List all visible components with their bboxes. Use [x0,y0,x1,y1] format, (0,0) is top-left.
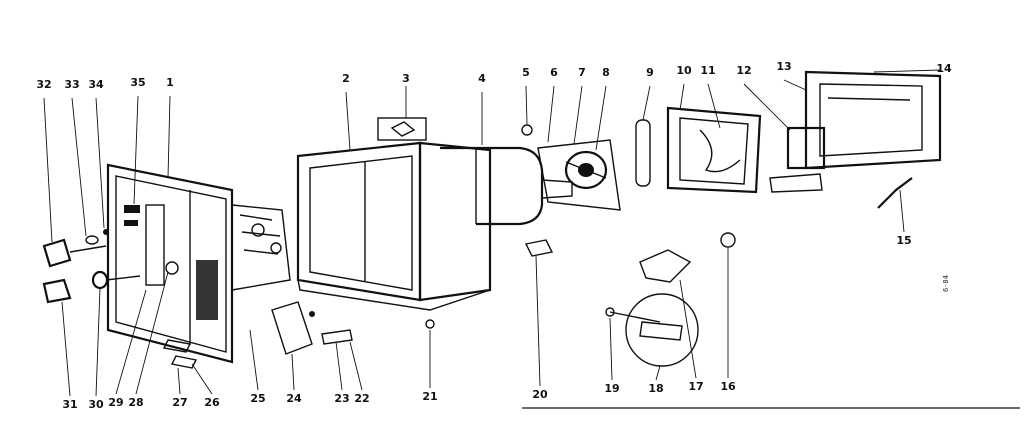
cabinet-shell [296,141,492,311]
leader-line-2 [345,91,351,151]
leader-line-32 [43,97,53,243]
callout-label-34: 34 [88,78,104,91]
deflection-yoke [521,124,621,211]
leader-line-24 [291,353,295,391]
leader-line-1 [167,95,171,179]
leader-line-5 [525,85,528,125]
leader-line-23 [335,341,343,391]
callout-label-35: 35 [130,76,145,89]
callout-leaders [43,69,941,397]
rear-cover [804,70,942,170]
power-cord [877,177,913,209]
callout-label-4: 4 [478,72,486,85]
leader-line-15 [899,189,905,233]
callout-label-15: 15 [896,234,911,247]
callout-label-28: 28 [128,396,143,409]
feet-group [162,339,198,369]
callout-label-9: 9 [646,66,654,79]
callout-label-3: 3 [402,72,410,85]
leader-line-17 [679,279,697,379]
strap-part-9 [635,119,651,187]
callout-label-23: 23 [334,392,349,405]
callout-label-11: 11 [700,64,715,77]
callout-label-24: 24 [286,392,302,405]
callout-label-26: 26 [204,396,220,409]
leader-line-34 [95,97,105,229]
callout-label-29: 29 [108,396,123,409]
callout-label-27: 27 [172,396,187,409]
callout-label-17: 17 [688,380,703,393]
leader-line-18 [655,365,661,381]
callout-label-1: 1 [166,76,174,89]
leader-line-6 [547,85,555,143]
callout-label-2: 2 [342,72,350,85]
leader-line-7 [573,85,583,145]
leader-line-8 [595,85,607,151]
flyback-transformer [769,126,826,193]
callout-label-14: 14 [936,62,952,75]
leader-line-14 [873,69,941,73]
callout-label-18: 18 [648,382,663,395]
leader-line-13 [783,79,807,91]
front-bezel [106,163,234,364]
chassis-board [231,204,291,291]
callout-label-20: 20 [532,388,548,401]
callout-label-22: 22 [354,392,369,405]
leader-line-35 [133,95,139,205]
callout-label-25: 25 [250,392,265,405]
leader-line-31 [61,301,71,397]
clip-part-3 [377,88,427,141]
callout-label-33: 33 [64,78,79,91]
leader-line-10 [679,83,685,111]
leader-line-11 [707,83,721,129]
leader-line-30 [95,287,101,397]
callout-label-7: 7 [578,66,586,79]
leader-line-22 [349,341,363,391]
callout-label-32: 32 [36,78,51,91]
picture-tube [440,146,573,226]
callout-label-31: 31 [62,398,77,411]
clip-part-20 [524,239,554,257]
screw-part-21 [425,319,435,386]
leader-line-33 [71,97,87,237]
callout-label-5: 5 [522,66,530,79]
knob-group [42,229,179,304]
leader-line-29 [115,289,147,395]
leader-line-20 [535,255,541,387]
callout-label-13: 13 [776,60,791,73]
leader-line-27 [177,367,181,395]
callout-label-10: 10 [676,64,692,77]
callout-label-8: 8 [602,66,610,79]
callout-label-21: 21 [422,390,437,403]
bracket-assembly [666,106,762,194]
callout-label-12: 12 [736,64,751,77]
leader-line-12 [743,83,791,131]
leader-line-28 [135,271,169,395]
leader-line-9 [642,85,651,121]
leader-line-19 [609,317,613,381]
tuner-group [605,232,736,367]
callout-label-6: 6 [550,66,558,79]
callout-label-30: 30 [88,398,104,411]
speaker-group [271,301,353,355]
leader-line-26 [191,363,213,395]
leader-line-25 [249,329,259,391]
callout-label-19: 19 [604,382,619,395]
callout-label-16: 16 [720,380,736,393]
reference-code: 6-84 [942,275,950,292]
